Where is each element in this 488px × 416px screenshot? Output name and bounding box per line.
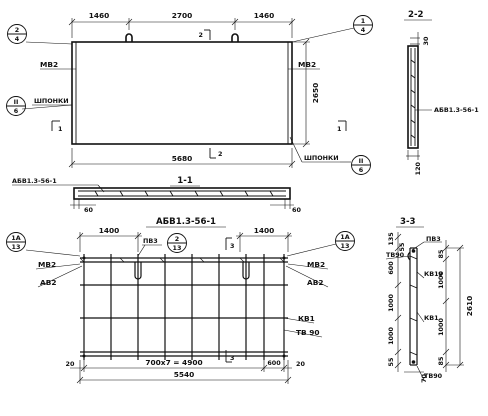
s33-dim-2610: 2610 bbox=[465, 296, 474, 317]
lifting-loop-right bbox=[231, 33, 239, 42]
dim-2700: 2700 bbox=[172, 11, 193, 20]
dim-120: 120 bbox=[414, 161, 422, 175]
s33-label-kv1: КВ1 bbox=[424, 314, 439, 322]
label-shponki-left: ШПОНКИ bbox=[34, 97, 69, 105]
s33-dim-1000-d: 1000 bbox=[437, 318, 445, 336]
panel-plan: 1460 2700 1460 2 2 1 1 МВ2 МВ2 ШПОНКИ ШП bbox=[6, 11, 373, 175]
cage-label-pv3: ПВ3 bbox=[143, 237, 158, 245]
cage-label-kv1: КВ1 bbox=[298, 314, 315, 323]
dim-60-right: 60 bbox=[292, 206, 301, 214]
dim-1460-right: 1460 bbox=[254, 11, 275, 20]
section-1-1-ticks bbox=[94, 190, 274, 197]
cage-dim-5540: 5540 bbox=[174, 370, 195, 379]
svg-text:6: 6 bbox=[14, 107, 19, 115]
s33-dim-135: 135 bbox=[387, 232, 395, 245]
s33-dim-1000-b: 1000 bbox=[387, 327, 395, 345]
section-mark-1-right: 1 bbox=[337, 125, 341, 133]
cage-dim-20-left: 20 bbox=[66, 360, 75, 368]
s33-dim-1000-a: 1000 bbox=[387, 294, 395, 312]
dim-2650: 2650 bbox=[311, 83, 320, 104]
section-2-2-title: 2-2 bbox=[408, 10, 424, 20]
section-2-2-profile bbox=[407, 45, 419, 149]
dim-1400-right: 1400 bbox=[254, 226, 275, 235]
svg-text:4: 4 bbox=[15, 35, 20, 43]
section-1-1-title: 1-1 bbox=[177, 176, 193, 186]
section-1-1-profile bbox=[73, 187, 291, 200]
svg-text:2: 2 bbox=[15, 26, 19, 34]
s33-dim-70: 70 bbox=[420, 373, 428, 382]
section-3-3: 3-3 ПВ3 ТВ90 КВ19 КВ1 ТВ90 bbox=[385, 217, 474, 383]
section-1-1: 1-1 АБВ1.3-56-1 60 60 bbox=[12, 176, 301, 214]
section-2-2: 2-2 30 АБВ1.3-56-1 120 bbox=[404, 10, 479, 175]
dim-1460-left: 1460 bbox=[89, 11, 110, 20]
cage-label-ab2-left: АВ2 bbox=[40, 278, 57, 287]
svg-text:II: II bbox=[14, 98, 19, 106]
s33-dim-55-bottom: 55 bbox=[387, 358, 395, 367]
reinforcement-cage: АБВ1.3-56-1 1400 1400 ПВ3 2 13 3 1А 13 bbox=[6, 217, 355, 384]
section-mark-2-top: 2 bbox=[199, 31, 203, 39]
dim-5680: 5680 bbox=[172, 154, 193, 163]
section-2-2-label: АБВ1.3-56-1 bbox=[434, 106, 479, 114]
cage-section-mark-3-top: 3 bbox=[230, 242, 234, 250]
s33-dim-55-top: 55 bbox=[398, 243, 406, 252]
svg-text:1А: 1А bbox=[11, 234, 20, 242]
svg-text:13: 13 bbox=[173, 244, 182, 252]
svg-text:13: 13 bbox=[341, 242, 350, 250]
s33-profile bbox=[407, 247, 418, 366]
section-3-3-title: 3-3 bbox=[400, 217, 416, 227]
svg-text:1: 1 bbox=[361, 17, 365, 25]
s33-dim-1000-c: 1000 bbox=[437, 271, 445, 289]
cage-label-mv2-left: МВ2 bbox=[38, 260, 56, 269]
panel-outline bbox=[71, 41, 293, 145]
s33-dim-85-top: 85 bbox=[437, 250, 445, 259]
label-shponki-right: ШПОНКИ bbox=[304, 154, 339, 162]
cage-title: АБВ1.3-56-1 bbox=[156, 217, 216, 227]
cage-section-mark-3-bottom: 3 bbox=[230, 354, 234, 362]
s33-dim-85-bottom: 85 bbox=[437, 357, 445, 366]
cage-label-mv2-right: МВ2 bbox=[307, 260, 325, 269]
cage-dim-20-right: 20 bbox=[296, 360, 305, 368]
lifting-loop-left bbox=[125, 33, 133, 42]
section-1-1-label: АБВ1.3-56-1 bbox=[12, 177, 57, 185]
svg-text:2: 2 bbox=[175, 235, 179, 243]
dim-60-left: 60 bbox=[84, 206, 93, 214]
s33-label-tv90-bottom: ТВ90 bbox=[424, 372, 443, 380]
s33-label-kv19: КВ19 bbox=[424, 270, 444, 278]
cage-loop-left bbox=[134, 262, 142, 280]
cage-dim-700x7: 700х7 = 4900 bbox=[145, 358, 202, 367]
dim-30: 30 bbox=[422, 36, 430, 45]
label-mv2-left: МВ2 bbox=[40, 60, 58, 69]
svg-text:6: 6 bbox=[359, 166, 364, 174]
section-mark-1-left: 1 bbox=[58, 125, 62, 133]
cage-loop-right bbox=[242, 262, 250, 280]
dim-1400-left: 1400 bbox=[99, 226, 120, 235]
cage-label-ab2-right: АВ2 bbox=[307, 278, 324, 287]
svg-text:1А: 1А bbox=[340, 233, 349, 241]
s33-label-tv90-top: ТВ90 bbox=[386, 251, 405, 259]
cage-dim-600: 600 bbox=[267, 359, 281, 367]
label-mv2-right: МВ2 bbox=[298, 60, 316, 69]
cage-grid bbox=[79, 254, 288, 360]
svg-text:II: II bbox=[359, 157, 364, 165]
svg-text:4: 4 bbox=[361, 26, 366, 34]
section-mark-2-bottom: 2 bbox=[218, 150, 222, 158]
s33-label-pv3: ПВ3 bbox=[426, 235, 441, 243]
svg-text:13: 13 bbox=[12, 243, 21, 251]
s33-dim-600: 600 bbox=[387, 261, 395, 275]
section-2-2-ticks bbox=[410, 59, 416, 139]
cage-label-tv90: ТВ 90 bbox=[296, 328, 320, 337]
